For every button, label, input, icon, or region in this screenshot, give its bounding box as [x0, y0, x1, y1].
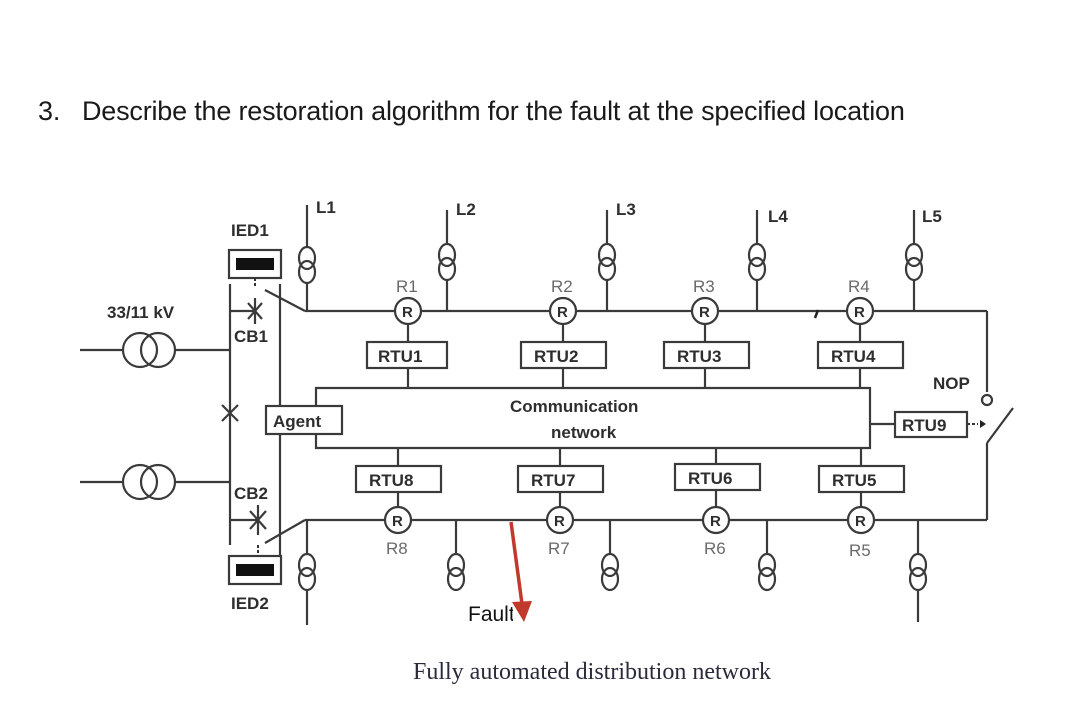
rtu4: RTU4	[816, 340, 905, 388]
rtu7-label: RTU7	[531, 471, 575, 490]
figure-caption: Fully automated distribution network	[413, 659, 771, 685]
load-bottom-2	[446, 520, 466, 592]
recloser-r2-symbol: R	[557, 304, 568, 321]
cb1: CB1	[230, 289, 306, 346]
recloser-r1-symbol: R	[402, 304, 413, 321]
fault-arrow-icon	[512, 601, 532, 622]
recloser-r1: R R1	[393, 277, 423, 342]
load-l3: L3	[597, 200, 636, 311]
recloser-r7: R R7	[545, 505, 575, 558]
rtu9: RTU9	[870, 410, 986, 439]
load-l2: L2	[437, 200, 476, 311]
load-bottom-1	[297, 520, 317, 625]
cb1-label: CB1	[234, 327, 268, 346]
load-l1: L1	[297, 198, 336, 311]
communication-network: Communication network	[314, 386, 872, 450]
rtu6: RTU6	[673, 448, 762, 507]
load-l2-label: L2	[456, 200, 476, 219]
source-transformer-2	[80, 463, 230, 501]
recloser-r2: R R2	[548, 277, 578, 342]
agent: Agent	[264, 404, 344, 436]
recloser-r8: R R8	[383, 505, 413, 558]
feeder-mark	[813, 309, 820, 319]
load-l4-label: L4	[768, 207, 788, 226]
ied2-label: IED2	[231, 594, 269, 613]
load-l5: L5	[904, 207, 942, 311]
ied1: IED1	[227, 221, 283, 288]
question-body: Describe the restoration algorithm for t…	[82, 96, 905, 126]
rtu4-label: RTU4	[831, 347, 876, 366]
ied2: IED2	[227, 545, 283, 613]
rtu6-label: RTU6	[688, 469, 732, 488]
recloser-r3: R R3	[690, 277, 720, 342]
recloser-r5: R R5	[846, 505, 876, 560]
comm-network-label-1: Communication	[510, 397, 638, 416]
fault-marker: Fault	[468, 521, 537, 626]
load-bottom-4	[757, 520, 777, 592]
recloser-r6: R R6	[701, 505, 731, 558]
recloser-r8-label: R8	[386, 539, 408, 558]
bus-coupler-icon	[221, 404, 239, 422]
load-l3-label: L3	[616, 200, 636, 219]
rtu3-label: RTU3	[677, 347, 721, 366]
transformer-label: 33/11 kV	[107, 303, 175, 322]
rtu7: RTU7	[516, 448, 605, 507]
nop-switch: NOP	[933, 374, 1014, 444]
recloser-r5-label: R5	[849, 541, 871, 560]
rtu8: RTU8	[354, 448, 443, 507]
rtu5: RTU5	[817, 448, 906, 507]
rtu8-label: RTU8	[369, 471, 413, 490]
recloser-r3-symbol: R	[699, 304, 710, 321]
nop-label: NOP	[933, 374, 970, 393]
source-transformer-1: 33/11 kV	[80, 303, 230, 369]
cb2-label: CB2	[234, 484, 268, 503]
recloser-r6-label: R6	[704, 539, 726, 558]
rtu1: RTU1	[365, 340, 449, 388]
rtu2-label: RTU2	[534, 347, 578, 366]
recloser-r3-label: R3	[693, 277, 715, 296]
comm-network-label-2: network	[551, 423, 617, 442]
rtu9-label: RTU9	[902, 416, 946, 435]
rtu3: RTU3	[662, 340, 751, 388]
recloser-r4-label: R4	[848, 277, 870, 296]
rtu5-label: RTU5	[832, 471, 876, 490]
load-bottom-3	[600, 520, 620, 592]
load-l5-label: L5	[922, 207, 942, 226]
load-l4: L4	[747, 207, 788, 311]
question-number: 3.	[38, 96, 61, 126]
recloser-r7-symbol: R	[554, 513, 565, 530]
rtu2: RTU2	[519, 340, 608, 388]
fault-arrow-shaft	[509, 521, 524, 605]
recloser-r7-label: R7	[548, 539, 570, 558]
recloser-r1-label: R1	[396, 277, 418, 296]
rtu1-label: RTU1	[378, 347, 422, 366]
cb2: CB2	[230, 484, 306, 544]
recloser-r8-symbol: R	[392, 513, 403, 530]
fault-label: Fault	[468, 603, 515, 626]
load-l1-label: L1	[316, 198, 336, 217]
recloser-r4: R R4	[845, 277, 875, 342]
question-text: 3. Describe the restoration algorithm for…	[38, 96, 905, 127]
recloser-r6-symbol: R	[710, 513, 721, 530]
recloser-r2-label: R2	[551, 277, 573, 296]
agent-label: Agent	[273, 412, 322, 431]
load-bottom-5	[908, 520, 928, 622]
ied1-label: IED1	[231, 221, 269, 240]
recloser-r5-symbol: R	[855, 513, 866, 530]
recloser-r4-symbol: R	[854, 304, 865, 321]
